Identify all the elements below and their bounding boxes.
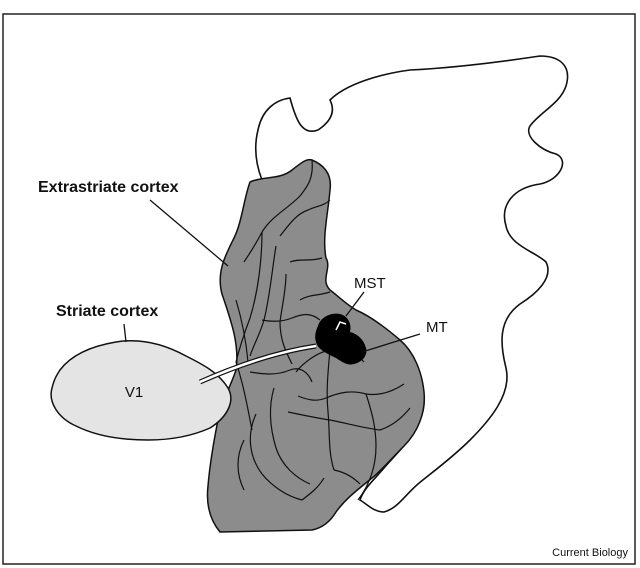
extrastriate-label: Extrastriate cortex bbox=[38, 179, 179, 196]
v1-label: V1 bbox=[125, 384, 143, 401]
mst-label: MST bbox=[354, 275, 386, 292]
mt-label: MT bbox=[426, 319, 448, 336]
striate-label: Striate cortex bbox=[56, 303, 158, 320]
credit-label: Current Biology bbox=[552, 547, 628, 559]
